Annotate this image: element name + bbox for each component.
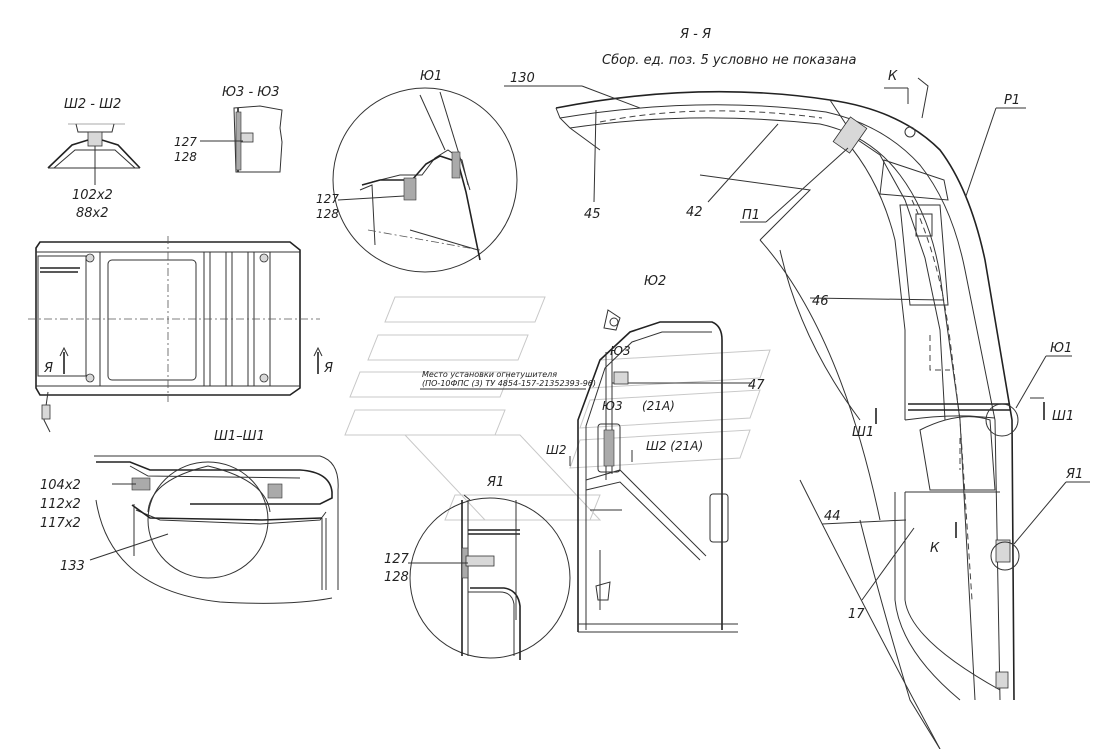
detail-ya1: Я1 127 128 xyxy=(384,475,571,660)
section-sh1: Ш1–Ш1 104х2 112х2 117х2 133 xyxy=(40,429,339,604)
marker-sh2-right: Ш2 (21А) xyxy=(646,439,703,453)
detail-ya1-title: Я1 xyxy=(486,475,504,490)
callout-47: 47 xyxy=(748,378,765,393)
callout-46: 46 xyxy=(812,294,829,309)
detail-yu2-title: Ю2 xyxy=(644,274,666,289)
callout-r1: Р1 xyxy=(1004,93,1020,108)
callout-130: 130 xyxy=(510,71,535,86)
callout-104: 104х2 xyxy=(40,478,81,493)
callout-102: 102х2 xyxy=(72,188,113,203)
section-sh1-title: Ш1–Ш1 xyxy=(214,429,265,444)
callout-127-a: 127 xyxy=(174,135,197,149)
main-section: Я - Я Сбор. ед. поз. 5 условно не показа… xyxy=(504,27,1090,749)
callout-133: 133 xyxy=(60,559,85,574)
detail-yu1-title: Ю1 xyxy=(420,69,442,84)
marker-sh1-right: Ш1 xyxy=(1052,409,1074,424)
callout-17: 17 xyxy=(848,607,865,622)
section-sh2-title: Ш2 - Ш2 xyxy=(64,97,121,112)
plan-view: Я Я xyxy=(28,236,333,433)
section-mark-ya-left: Я xyxy=(43,361,53,376)
callout-44: 44 xyxy=(824,509,841,524)
callout-45: 45 xyxy=(584,207,601,222)
watermark xyxy=(344,296,771,521)
main-section-title: Я - Я xyxy=(679,27,711,42)
marker-sh2-left: Ш2 xyxy=(546,443,566,457)
marker-yu1: Ю1 xyxy=(1050,341,1072,356)
marker-ya1: Я1 xyxy=(1065,467,1083,482)
callout-k-top: К xyxy=(888,69,898,84)
callout-21a: (21А) xyxy=(642,399,675,413)
callout-127-b: 127 xyxy=(316,192,339,206)
callout-p1: П1 xyxy=(742,208,760,223)
callout-128-c: 128 xyxy=(384,570,409,585)
callout-88: 88х2 xyxy=(76,206,109,221)
section-mark-ya-right: Я xyxy=(323,361,333,376)
main-section-note: Сбор. ед. поз. 5 условно не показана xyxy=(602,53,856,68)
callout-127-c: 127 xyxy=(384,552,410,567)
callout-128-a: 128 xyxy=(174,150,197,164)
section-yu3-title: Ю3 - Ю3 xyxy=(222,85,280,100)
section-sh2: Ш2 - Ш2 102х2 88х2 xyxy=(47,97,141,221)
callout-k-bottom: К xyxy=(930,541,940,556)
detail-yu2: Ю2 47 Ю3 Ю3 (21А) Ш2 Ш2 (21А) Место уста… xyxy=(420,274,765,633)
marker-yu3-b: Ю3 xyxy=(602,399,623,413)
callout-42: 42 xyxy=(686,205,703,220)
note-line2: (ПО-10ФПС (3) ТУ 4854-157-21352393-96) xyxy=(422,379,596,388)
callout-117: 117х2 xyxy=(40,516,81,531)
detail-yu1: Ю1 127 128 xyxy=(316,69,518,273)
callout-128-b: 128 xyxy=(316,207,339,221)
callout-112: 112х2 xyxy=(40,497,81,512)
marker-sh1-left: Ш1 xyxy=(852,425,874,440)
marker-yu3-a: Ю3 xyxy=(610,344,631,358)
section-yu3: Ю3 - Ю3 127 128 xyxy=(174,85,283,173)
note-line1: Место установки огнетушителя xyxy=(422,370,557,379)
